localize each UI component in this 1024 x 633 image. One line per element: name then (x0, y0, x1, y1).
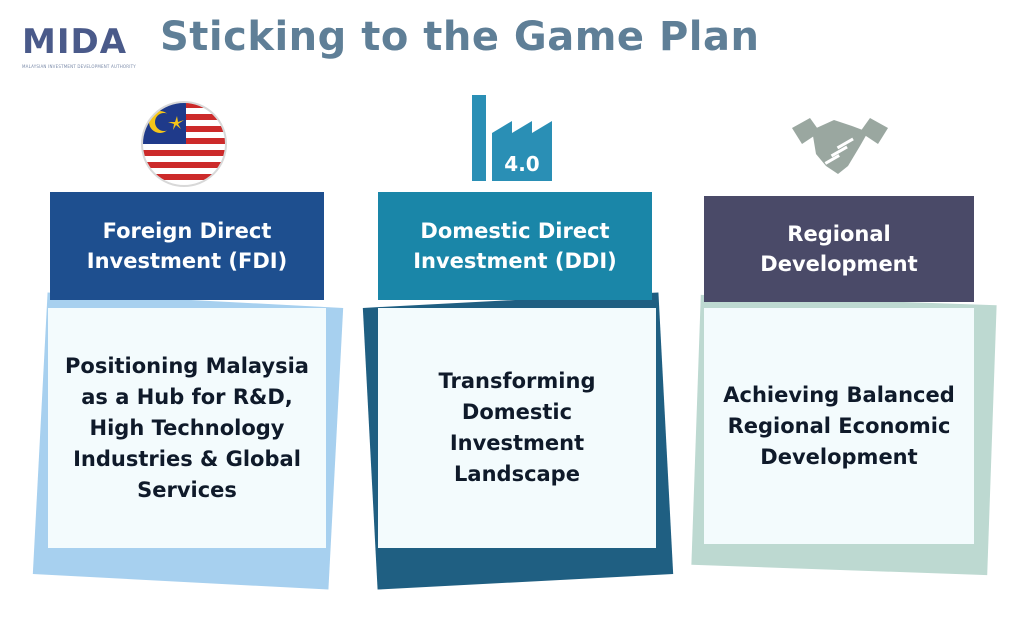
page-title: Sticking to the Game Plan (160, 14, 760, 60)
header-ddi: Domestic Direct Investment (DDI) (378, 192, 652, 300)
logo-subtitle: MALAYSIAN INVESTMENT DEVELOPMENT AUTHORI… (22, 64, 136, 69)
logo-text: MIDA (22, 22, 128, 62)
header-regional: Regional Development (704, 196, 974, 302)
mida-logo: MIDA MALAYSIAN INVESTMENT DEVELOPMENT AU… (22, 22, 136, 72)
handshake-icon (790, 110, 890, 182)
header-fdi: Foreign Direct Investment (FDI) (50, 192, 324, 300)
malaysia-flag-icon (140, 100, 228, 188)
card-ddi-body: Transforming Domestic Investment Landsca… (378, 308, 656, 548)
factory-4.0-icon: 4.0 (470, 95, 562, 183)
card-regional-body: Achieving Balanced Regional Economic Dev… (704, 308, 974, 544)
factory-version-label: 4.0 (504, 152, 539, 176)
card-fdi-body: Positioning Malaysia as a Hub for R&D, H… (48, 308, 326, 548)
